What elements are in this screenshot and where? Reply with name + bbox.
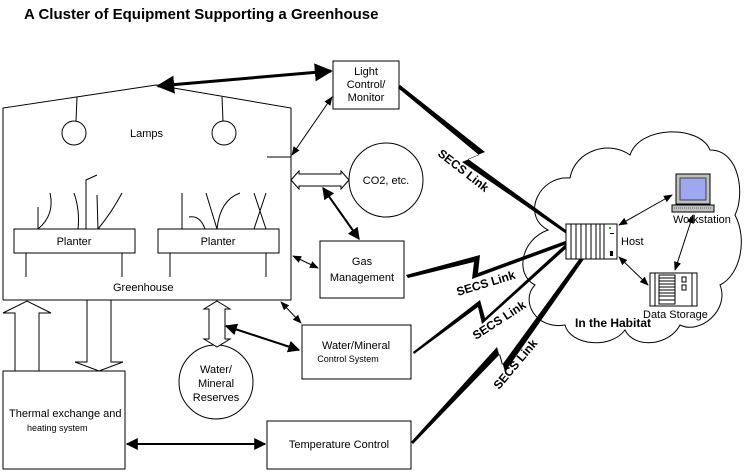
thermal-up-arrow <box>2 300 52 372</box>
co2-hollow-arrow <box>290 169 350 191</box>
light-roof-arrow <box>156 63 333 94</box>
water-wall-arrow <box>280 301 302 324</box>
light-control-label-1: Light <box>354 66 378 78</box>
reserves-control-arrow <box>224 323 301 353</box>
greenhouse-outline <box>2 84 292 301</box>
workstation-storage-arrow <box>674 214 694 271</box>
workstation-label: Workstation <box>673 214 731 226</box>
host-workstation-arrow <box>618 194 673 226</box>
water-control-label-1: Water/Mineral <box>322 340 390 352</box>
secs-links: SECS Link SECS Link SECS Link SECS Link <box>398 85 591 444</box>
water-control-label-2: Control System <box>317 354 379 364</box>
temperature-control-box[interactable] <box>266 420 412 470</box>
lamp-icon <box>61 120 87 146</box>
thermal-down-arrow <box>74 299 124 372</box>
host-label: Host <box>621 236 644 248</box>
planter-label: Planter <box>201 236 236 248</box>
lamps-label: Lamps <box>130 128 164 140</box>
secs-link-gas <box>406 240 570 279</box>
data-storage-label: Data Storage <box>643 309 708 321</box>
reserves-label-1: Water/ <box>200 364 233 376</box>
greenhouse-label: Greenhouse <box>113 282 174 294</box>
thermal-label-1: Thermal exchange and <box>9 408 122 420</box>
secs-link-water <box>413 242 570 354</box>
water-control-box[interactable] <box>301 324 412 380</box>
plants-right <box>181 192 267 230</box>
reserves-label-2: Mineral <box>198 378 234 390</box>
thermal-label-2: heating system <box>27 423 88 433</box>
data-storage-icon[interactable] <box>649 272 698 307</box>
gas-wall-arrow <box>292 255 319 269</box>
temperature-control-label: Temperature Control <box>289 439 389 451</box>
co2-gas-arrow <box>322 187 360 240</box>
co2-label: CO2, etc. <box>363 175 409 187</box>
lamp-cord <box>221 96 224 122</box>
habitat-cloud <box>522 131 742 344</box>
secs-link-light <box>398 85 570 235</box>
host-storage-arrow <box>618 256 649 286</box>
light-control-box[interactable] <box>332 60 400 110</box>
plants-left <box>37 174 123 230</box>
lamp-cord <box>75 96 78 122</box>
workstation-icon[interactable] <box>671 173 715 213</box>
light-control-label-2: Control/ <box>347 79 386 91</box>
gas-label-1: Gas <box>352 256 373 268</box>
thermal-box[interactable] <box>2 370 126 470</box>
gas-label-2: Management <box>330 272 394 284</box>
light-wall-arrow <box>291 96 333 156</box>
greenhouse: Lamps Planter Planter Greenhouse <box>2 84 292 301</box>
habitat-label: In the Habitat <box>575 316 651 330</box>
gas-management-box[interactable] <box>319 240 405 299</box>
planter-right <box>157 228 280 254</box>
lamp-icon <box>211 120 237 146</box>
host-icon[interactable] <box>565 223 618 260</box>
secs-link-temperature <box>411 247 591 444</box>
diagram-title: A Cluster of Equipment Supporting a Gree… <box>24 6 378 23</box>
reserves-label-3: Reserves <box>193 392 240 404</box>
planter-left <box>13 228 136 254</box>
light-control-label-3: Monitor <box>348 92 385 104</box>
secs-link-label: SECS Link <box>491 336 541 392</box>
reserves-hollow-arrow <box>202 300 232 348</box>
planter-label: Planter <box>57 236 92 248</box>
